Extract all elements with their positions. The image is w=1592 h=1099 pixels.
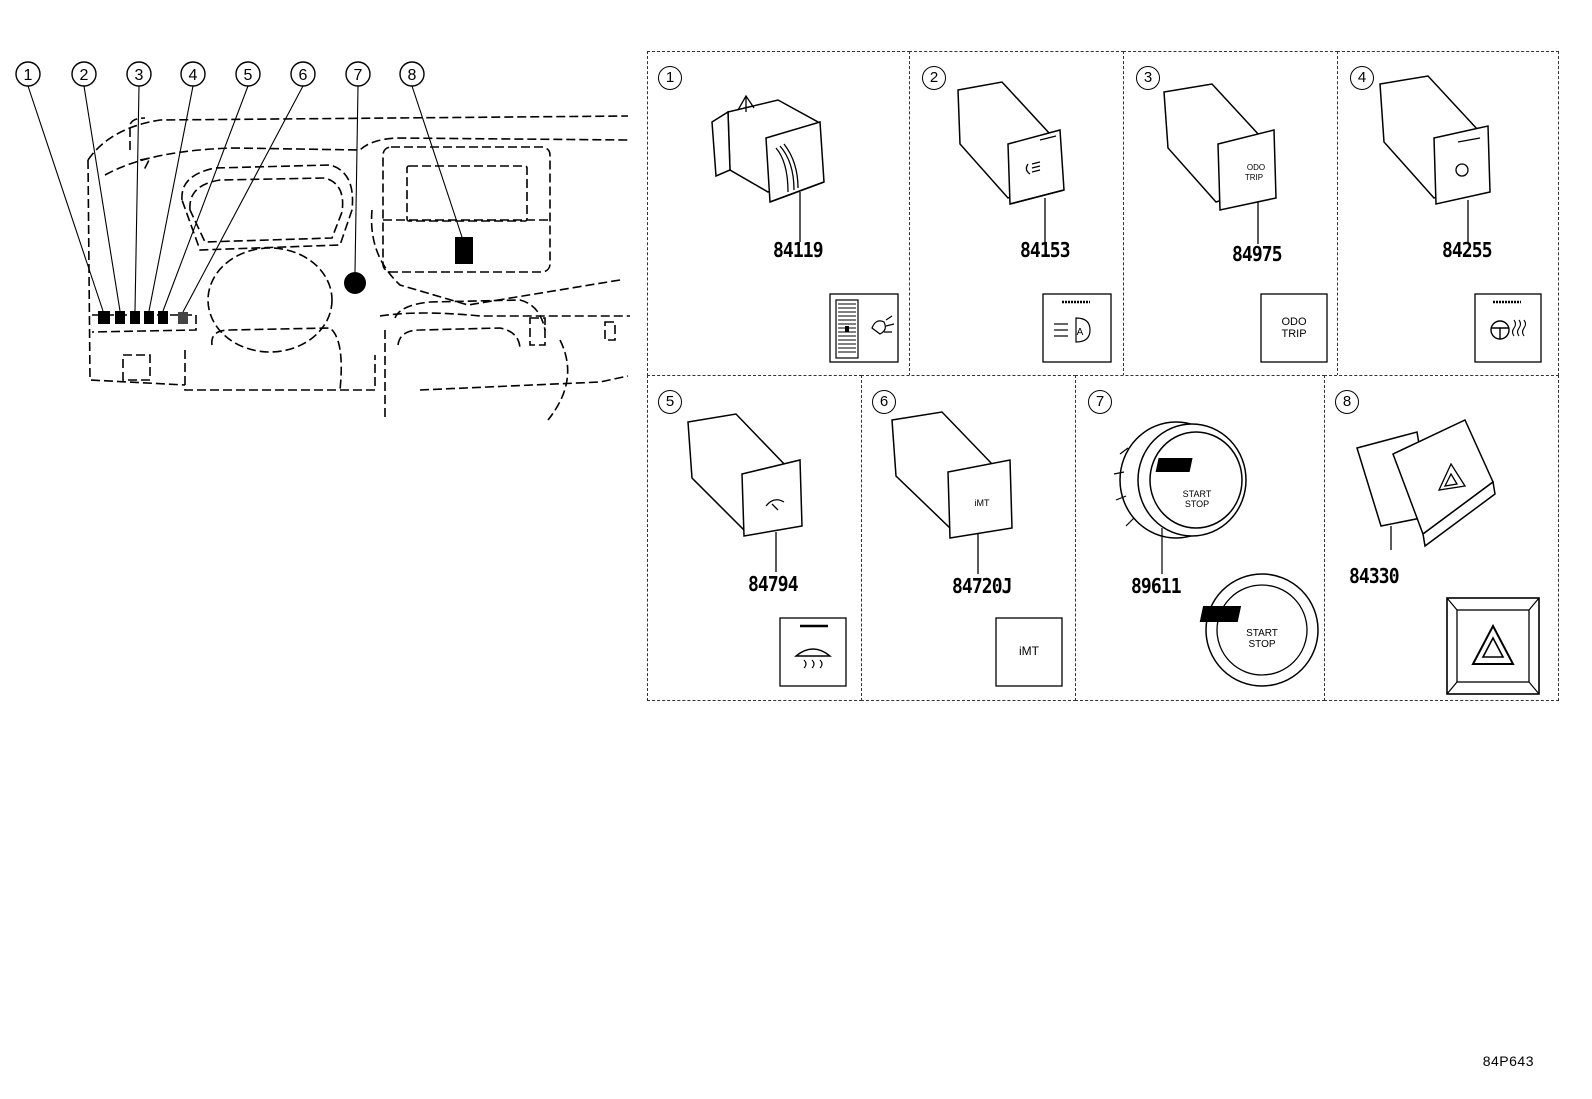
overview-callout: 7 — [345, 61, 371, 87]
switch-drawing: ODO TRIP — [1163, 83, 1277, 244]
part-cell-5: 5 84794 — [647, 375, 862, 701]
svg-text:2: 2 — [80, 67, 89, 84]
part-cell-1: 1 84119 — [647, 51, 910, 376]
svg-text:5: 5 — [244, 67, 253, 84]
ref-number: 5 — [658, 390, 682, 414]
switch-drawing — [1356, 418, 1496, 550]
part-cell-2: 2 84153 A — [909, 51, 1124, 376]
part-number: 84255 — [1442, 238, 1493, 262]
ref-number: 3 — [1136, 66, 1160, 90]
hazard-warning-triangle-icon — [1446, 597, 1540, 695]
svg-text:ODO: ODO — [1247, 163, 1265, 172]
switch-drawing — [1379, 75, 1491, 242]
overview-callout: 6 — [290, 61, 316, 87]
ref-number: 7 — [1088, 390, 1112, 414]
part-number: 84794 — [748, 572, 799, 596]
start-label: START — [1246, 628, 1278, 639]
start-stop-button-icon — [1199, 573, 1319, 687]
switch-drawing — [1113, 421, 1247, 574]
part-number: 89611 — [1131, 574, 1182, 598]
dashboard-overview: 1 2 3 4 5 6 7 8 — [15, 61, 630, 421]
svg-text:1: 1 — [24, 67, 33, 84]
part-number: 84330 — [1349, 564, 1400, 588]
part-number: 84975 — [1232, 242, 1283, 266]
svg-text:A: A — [1077, 327, 1084, 338]
part-number: 84720J — [952, 574, 1013, 598]
switch-drawing — [711, 94, 825, 242]
windshield-deicer-icon — [779, 617, 847, 687]
overview-callout: 3 — [126, 61, 152, 87]
ref-number: 1 — [658, 66, 682, 90]
figure-code: 84P643 — [1482, 1053, 1534, 1069]
imt-label: iMT — [1019, 644, 1039, 658]
svg-text:TRIP: TRIP — [1245, 173, 1263, 182]
start-label-small: START — [1182, 489, 1212, 499]
svg-text:3: 3 — [135, 67, 144, 84]
ref-number: 6 — [872, 390, 896, 414]
parts-grid: 1 84119 2 — [647, 51, 1559, 701]
heated-steering-wheel-icon — [1474, 293, 1542, 363]
svg-text:7: 7 — [354, 67, 363, 84]
ref-number: 4 — [1350, 66, 1374, 90]
overview-callout: 4 — [180, 61, 206, 87]
overview-callout: 2 — [71, 61, 97, 87]
odo-trip-text-icon — [1260, 293, 1328, 363]
switch-drawing — [687, 413, 803, 572]
auto-high-beam-icon: A — [1042, 293, 1112, 363]
trip-label: TRIP — [1281, 328, 1307, 340]
part-number: 84153 — [1020, 238, 1071, 262]
part-cell-7: 7 START STOP 89611 START STOP — [1075, 375, 1325, 701]
odo-label: ODO — [1281, 316, 1307, 328]
ref-number: 8 — [1335, 390, 1359, 414]
switch-drawing: iMT — [891, 411, 1013, 574]
overview-callout: 1 — [15, 61, 41, 87]
svg-text:4: 4 — [189, 67, 198, 84]
part-cell-8: 8 84330 — [1324, 375, 1559, 701]
overview-callout: 8 — [399, 61, 425, 87]
svg-text:6: 6 — [299, 67, 308, 84]
part-number: 84119 — [773, 238, 824, 262]
part-cell-4: 4 84255 — [1337, 51, 1559, 376]
stop-label: STOP — [1248, 639, 1276, 650]
svg-text:iMT: iMT — [975, 498, 990, 508]
ref-number: 2 — [922, 66, 946, 90]
part-cell-6: 6 iMT 84720J iMT — [861, 375, 1076, 701]
stop-label-small: STOP — [1184, 499, 1210, 509]
headlamp-leveling-dial-icon — [829, 293, 899, 363]
imt-text-icon — [995, 617, 1063, 687]
overview-callout: 5 — [235, 61, 261, 87]
switch-drawing — [957, 81, 1065, 242]
part-cell-3: 3 ODO TRIP 84975 ODO TRIP — [1123, 51, 1338, 376]
svg-text:8: 8 — [408, 67, 417, 84]
